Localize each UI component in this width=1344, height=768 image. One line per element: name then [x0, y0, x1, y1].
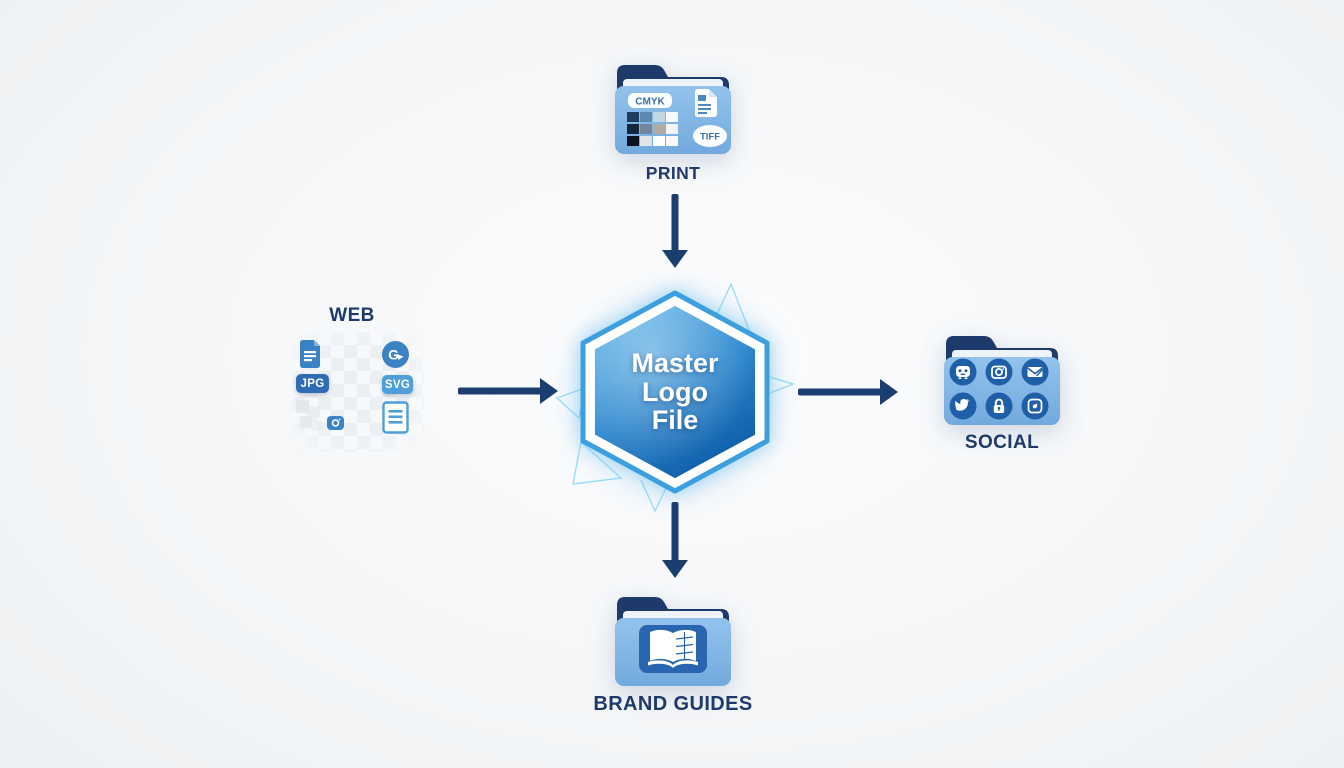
master-logo-hexagon [555, 282, 795, 512]
brand-guides-label: BRAND GUIDES [593, 693, 753, 715]
arrow-center-to-brand [662, 502, 688, 578]
brand-book-icon [639, 625, 707, 673]
color-swatch-grid [627, 112, 678, 146]
camera-icon [985, 358, 1013, 386]
vector-tool-icon: G [382, 341, 409, 368]
print-folder: CMYK TIFF [615, 65, 731, 154]
jpg-badge: JPG [296, 374, 329, 393]
bird-app-icon [1021, 392, 1049, 420]
arrow-head [662, 250, 688, 268]
web-outline-document-icon [382, 401, 409, 434]
arrow-head [880, 379, 898, 405]
arrow-shaft [458, 387, 542, 395]
svg-badge: SVG [382, 375, 413, 394]
cmyk-label: CMYK [635, 97, 665, 108]
arrow-head [540, 378, 558, 404]
hexagon-highlight [594, 305, 756, 479]
faded-pixels-decoration [296, 400, 322, 431]
arrow-head [662, 560, 688, 578]
twitter-icon [949, 392, 977, 420]
messenger-icon [949, 358, 977, 386]
cmyk-pill: CMYK [628, 93, 672, 108]
svg-text:G: G [388, 348, 399, 363]
print-label: PRINT [645, 163, 701, 183]
arrow-center-to-social [798, 379, 898, 405]
arrow-web-to-center [458, 378, 558, 404]
brand-guides-folder [615, 597, 731, 686]
web-label: WEB [329, 305, 375, 326]
arrow-print-to-center [662, 194, 688, 268]
arrow-shaft [671, 194, 679, 252]
mail-icon [1021, 358, 1049, 386]
arrow-shaft [798, 388, 882, 396]
image-thumb-icon [327, 416, 344, 430]
lock-icon [985, 392, 1013, 420]
print-document-icon [695, 89, 717, 117]
social-folder [944, 336, 1060, 425]
tiff-label: TIFF [700, 132, 720, 143]
arrow-shaft [671, 502, 679, 562]
web-document-icon [300, 340, 320, 368]
tiff-pill: TIFF [693, 125, 727, 147]
social-label: SOCIAL [964, 432, 1040, 453]
